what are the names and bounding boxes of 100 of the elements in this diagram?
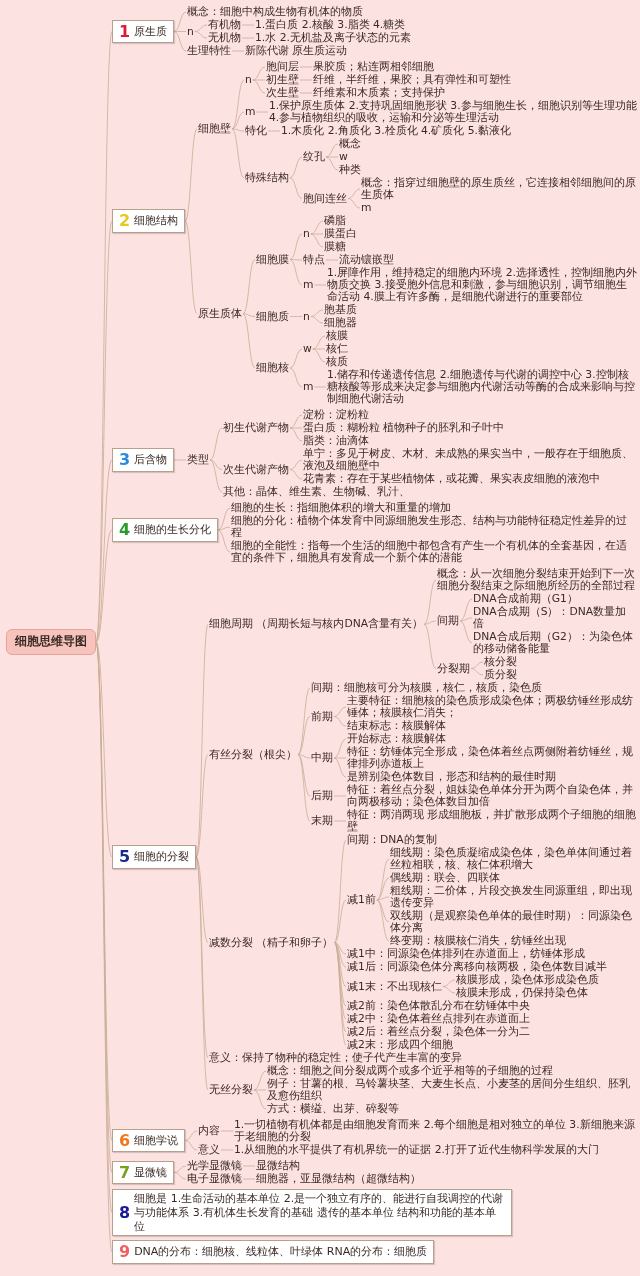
branch-label: 减1前 (346, 894, 377, 907)
branch-label: DNA合成前期（G1） (472, 593, 579, 606)
connector-line (297, 687, 311, 755)
connector-line (333, 706, 347, 717)
branch-label: 细线期：染色质凝缩成染色体，染色单体间通过着丝粒相联，核、核仁体积增大 (389, 847, 638, 872)
topic-title: DNA的分布：细胞核、线粒体、叶绿体 RNA的分布：细胞质 (134, 1244, 428, 1258)
connector-line (289, 469, 303, 480)
connector-line (289, 367, 303, 388)
connector-line (231, 128, 245, 179)
topic-box (112, 1160, 175, 1185)
topic-number: 1 (119, 21, 131, 41)
branch-label: 终变期：核膜核仁消失，纺锤丝出现 (389, 935, 567, 948)
branch-label: 细胞核 (255, 362, 290, 375)
branch-label: 减1中：同源染色体排列在赤道面上，纺锤体形成 (346, 948, 586, 961)
topic-box (112, 1189, 512, 1237)
central-topic-box: 细胞思维导图 (6, 629, 96, 655)
connector-line (289, 177, 303, 199)
connector-line (231, 79, 245, 130)
connector-line (242, 313, 256, 369)
connector-line (173, 459, 187, 461)
branch-label: 单宁：多见于树皮、木材、未成熟的果实当中，一般存在于细胞质、液泡及细胞壁中 (302, 448, 638, 473)
topic-number: 6 (119, 1130, 131, 1150)
connector-line (194, 31, 208, 39)
connector-line (376, 896, 390, 901)
branch-label: 无机物 (207, 32, 242, 45)
branch-label: 减1后：同源染色体分离移向核两极，染色体数目减半 (346, 961, 608, 974)
connector-line (252, 66, 266, 81)
connector-line (376, 858, 390, 901)
branch-label: 分裂期 (436, 662, 471, 675)
branch-label: 细胞的分化：植物个体发育中同源细胞发生形态、结构与功能特征稳定性差异的过程 (230, 515, 638, 540)
connector-line (95, 529, 113, 643)
branch-label: 种类 (338, 164, 362, 177)
branch-label: 概念 (338, 138, 362, 151)
branch-label: m (302, 279, 315, 292)
topic-number: 7 (119, 1162, 131, 1182)
branch-label: DNA合成后期（G2）：为染色体的移动储备能量 (472, 631, 638, 656)
topic-number: 8 (119, 1203, 131, 1222)
connector-line (333, 757, 347, 759)
topic-title: 细胞的分裂 (134, 849, 190, 863)
branch-label: 是辨别染色体数目，形态和结构的最佳时期 (346, 771, 557, 784)
branch-label: 蛋白质：糊粉粒 植物种子的胚乳和子叶中 (302, 422, 506, 435)
connector-line (231, 50, 245, 52)
connector-line (376, 899, 390, 923)
connector-line (334, 839, 347, 943)
connector-line (173, 31, 187, 32)
branch-label: 细胞周期 （周期长短与核内DNA含量有关） (208, 618, 425, 631)
branch-label: 1.一切植物有机体都是由细胞发育而来 2.每个细胞是相对独立的单位 3.新细胞来源于老细胞的分裂 (233, 1119, 638, 1144)
branch-label: 核仁 (325, 343, 349, 356)
topic-box (112, 1240, 435, 1264)
connector-line (217, 526, 231, 531)
branch-label: 磷脂 (323, 215, 347, 228)
connector-line (209, 427, 223, 461)
branch-label: DNA合成期（S）：DNA数量加倍 (472, 606, 638, 631)
branch-label: 1.保护原生质体 2.支持巩固细胞形状 3.参与细胞生长，细胞识别等生理功能 4.参与植物组织的吸收，运输和分泌等生理活动 (268, 100, 638, 125)
branch-label: 类型 (186, 454, 210, 467)
topic-title: 细胞是 1.生命活动的基本单位 2.是一个独立有序的、能进行自我调控的代谢与功能体系 3.有机体生长发育的基础 遗传的基本单位 结构和功能的基本单位 (134, 1192, 505, 1234)
topic-number: 9 (119, 1242, 131, 1261)
branch-label: 生理特性 (186, 45, 232, 58)
connector-line (289, 316, 303, 317)
connector-line (289, 459, 303, 470)
branch-label: 电子显微镜 (186, 1173, 243, 1186)
connector-line (297, 754, 311, 797)
connector-line (253, 1089, 267, 1091)
branch-label: 有丝分裂（根尖） (208, 748, 298, 761)
connector-line (310, 316, 324, 324)
branch-label: 间期：细胞核可分为核膜，核仁，核质，染色质 (310, 682, 543, 695)
connector-line (314, 284, 327, 286)
branch-label: 细胞质 (255, 310, 290, 323)
branch-label: 细胞膜 (255, 253, 290, 266)
branch-label: m (302, 381, 315, 394)
branch-label: 1.蛋白质 2.核酸 3.脂类 4.糖类 (254, 19, 407, 32)
branch-label: 减2末：形成四个细胞 (346, 1039, 454, 1052)
branch-label: 意义 (197, 1144, 221, 1157)
connector-line (256, 111, 269, 113)
connector-line (242, 1178, 256, 1180)
branch-label: 核膜形成，染色体形成染色质 (455, 974, 600, 987)
branch-label: 花青素：存在于某些植物体，或花瓣、果实表皮细胞的液泡中 (302, 473, 601, 486)
connector-line (231, 111, 245, 130)
connector-line (333, 716, 347, 727)
topic-number: 2 (119, 211, 131, 231)
connector-line (253, 1070, 267, 1091)
connector-line (242, 1165, 256, 1167)
topic-box (112, 845, 197, 870)
connector-line (325, 156, 339, 158)
branch-label: 方式：横缢、出芽、碎裂等 (266, 1103, 400, 1116)
branch-label: 概念：细胞中构成生物有机体的物质 (186, 6, 364, 19)
branch-label: 概念：从一次细胞分裂结束开始到下一次细胞分裂结束之际细胞所经历的全部过程 (436, 568, 638, 593)
branch-label: 细胞器，亚显微结构（超微结构） (255, 1173, 422, 1186)
topic-number: 4 (119, 520, 131, 539)
connector-line (289, 427, 303, 429)
connector-line (312, 335, 326, 350)
branch-label: 核质 (325, 356, 349, 369)
connector-line (312, 348, 326, 350)
connector-line (289, 259, 303, 286)
connector-line (184, 128, 198, 222)
connector-line (423, 579, 437, 625)
branch-label: 果胶质；粘连两相邻细胞 (312, 61, 435, 74)
connector-line (312, 348, 326, 363)
branch-label: 次生壁 (265, 87, 300, 100)
connector-line (334, 942, 347, 955)
